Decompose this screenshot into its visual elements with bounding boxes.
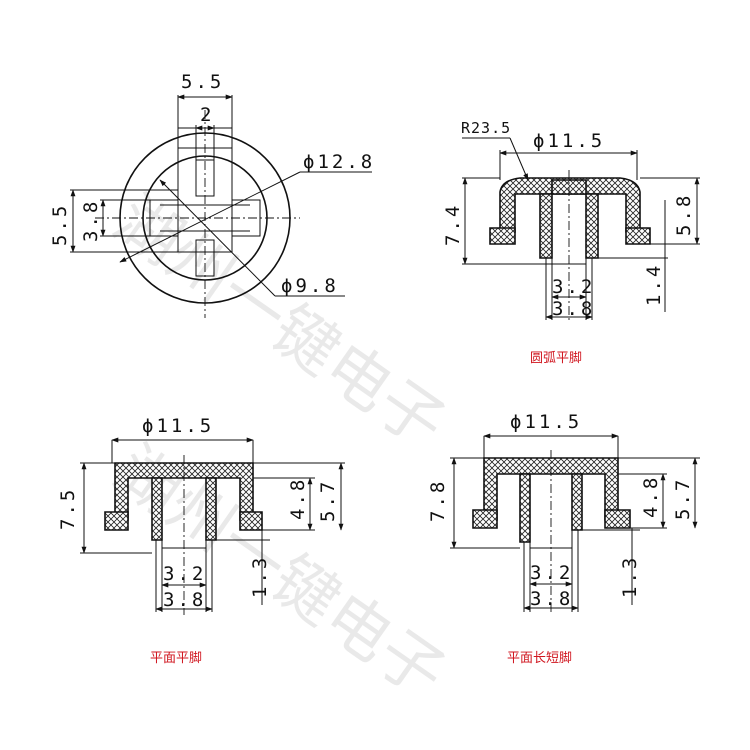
- flat-dim-height-b: 5.7: [317, 479, 339, 522]
- round-dim-radius: R23.5: [461, 119, 511, 137]
- flat-stem-right: [205, 477, 217, 541]
- section-flat-long-short-foot: ϕ11.5 7.8 4.8 5.7 1.3 3.2 3.8 平面长短脚: [427, 411, 700, 666]
- flat-dim-height-a: 4.8: [287, 477, 309, 520]
- ls-stem-right: [571, 473, 583, 531]
- round-dim-foot: 1.4: [643, 263, 665, 306]
- flat-dim-diameter: ϕ11.5: [142, 415, 214, 437]
- flat-dim-foot: 1.3: [249, 555, 271, 598]
- caption-flat-long-short-foot: 平面长短脚: [507, 650, 572, 666]
- round-dim-height-total: 7.4: [442, 203, 464, 246]
- round-dim-diameter: ϕ11.5: [533, 130, 605, 152]
- flat-stem-left: [151, 477, 163, 541]
- dim-top-width-inner: 2: [200, 104, 214, 126]
- top-view: 5.5 2 5.5 3.8 ϕ12.8 ϕ9.8: [49, 71, 375, 318]
- watermark: 湖州一键电子 湖州一键电子: [101, 182, 458, 713]
- dim-top-width-outer: 5.5: [181, 71, 224, 93]
- flat-left-foot: [104, 511, 129, 531]
- ls-dim-stem-outer: 3.8: [530, 588, 573, 610]
- round-dim-stem-outer: 3.8: [552, 298, 595, 320]
- ls-dim-height-a: 4.8: [640, 475, 662, 518]
- ls-dim-height-b: 5.7: [672, 477, 694, 520]
- flat-dim-stem-inner: 3.2: [163, 563, 206, 585]
- section-flat-flat-foot: ϕ11.5 7.5 4.8 5.7 1.3 3.2 3.8 平面平脚: [57, 415, 345, 666]
- round-dim-height-right: 5.8: [673, 193, 695, 236]
- round-right-foot: [625, 227, 651, 245]
- flat-dim-height-total: 7.5: [57, 487, 79, 530]
- dim-diameter-small: ϕ9.8: [281, 275, 339, 297]
- round-stem-right: [585, 193, 599, 259]
- ls-left-foot: [472, 509, 498, 529]
- ls-dim-foot: 1.3: [619, 555, 641, 598]
- section-round-flat-foot: ϕ11.5 R23.5 7.4 5.8 1.4 3.2 3.8 圆弧平脚: [442, 119, 700, 366]
- flat-right-foot: [239, 511, 263, 531]
- ls-right-foot: [604, 509, 631, 529]
- round-cap-shell: [499, 177, 641, 233]
- ls-stem-left: [519, 473, 531, 543]
- dim-diameter-large: ϕ12.8: [303, 151, 375, 173]
- caption-flat-flat-foot: 平面平脚: [150, 650, 202, 666]
- ls-dim-stem-inner: 3.2: [530, 562, 573, 584]
- dim-top-height-inner: 3.8: [80, 199, 102, 242]
- ls-dim-height-total: 7.8: [427, 479, 449, 522]
- round-dim-stem-inner: 3.2: [552, 276, 595, 298]
- dim-top-height-outer: 5.5: [49, 203, 71, 246]
- round-stem-left: [539, 193, 553, 259]
- flat-dim-stem-outer: 3.8: [163, 589, 206, 611]
- round-left-foot: [489, 227, 516, 245]
- caption-round-flat-foot: 圆弧平脚: [530, 350, 582, 366]
- ls-dim-diameter: ϕ11.5: [510, 411, 582, 433]
